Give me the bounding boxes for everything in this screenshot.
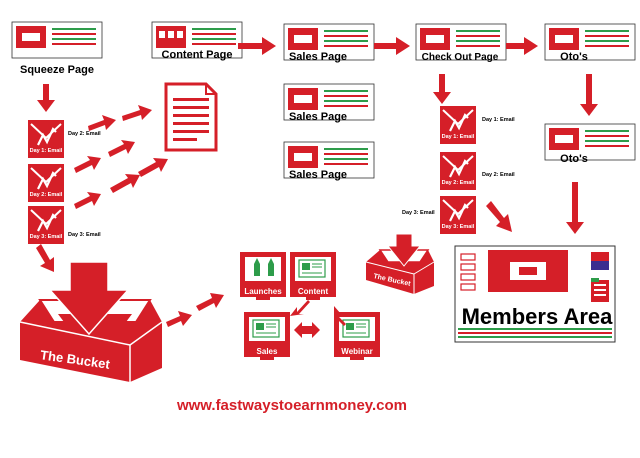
members-sidebar-icon bbox=[460, 253, 476, 291]
arrow-email1-to-doc bbox=[88, 115, 116, 131]
rocket-icon bbox=[254, 258, 274, 276]
monitor-double-arrows bbox=[290, 300, 346, 338]
email-icon-label-left-3: Day 3: Email bbox=[30, 234, 63, 240]
arrow-otos2-down bbox=[566, 182, 584, 234]
sales-page-label-2: Sales Page bbox=[289, 111, 347, 123]
bucket-small: The Bucket bbox=[365, 249, 435, 294]
monitor-content-label: Content bbox=[298, 287, 329, 296]
email-icon-right-2: Day 2: Email bbox=[438, 150, 478, 192]
flag-icon bbox=[591, 252, 609, 270]
flow-arrows bbox=[36, 37, 598, 327]
arrow-email2-to-doc bbox=[74, 156, 101, 173]
document-icon bbox=[164, 82, 218, 152]
squeeze-page-card: Squeeze Page bbox=[11, 21, 103, 76]
email-icon-left-2: Day 2: Email bbox=[26, 162, 66, 204]
report-icon bbox=[591, 278, 609, 302]
members-area-card: Members Area bbox=[454, 245, 616, 343]
email-icon-left-1: Day 1: Email bbox=[26, 118, 66, 160]
email-icon-label-left-2: Day 2: Email bbox=[30, 192, 63, 198]
content-page-card: Content Page bbox=[151, 21, 243, 61]
monitor-webinar-label: Webinar bbox=[341, 347, 372, 356]
monitor-sales-label: Sales bbox=[257, 347, 278, 356]
arrow-squeeze-down bbox=[37, 84, 55, 112]
email-side-label-left-1: Day 2: Email bbox=[68, 131, 101, 137]
arrow-email3b-to-doc bbox=[110, 174, 140, 193]
arrow-email3-to-doc bbox=[74, 192, 101, 209]
arrow-bucket-to-monitors bbox=[166, 311, 192, 327]
sales-page-card-1: Sales Page bbox=[283, 23, 375, 63]
email-icon-right-1: Day 1: Email bbox=[438, 104, 478, 146]
arrow-checkout-down bbox=[433, 74, 451, 104]
email-side-label-right-3: Day 3: Email bbox=[402, 210, 435, 216]
monitor-launches-label: Launches bbox=[244, 287, 282, 296]
checkout-page-card: Check Out Page bbox=[415, 23, 507, 63]
members-area-label: Members Area bbox=[462, 304, 614, 329]
otos-card-1: Oto's bbox=[544, 23, 636, 63]
email-side-label-right-2: Day 2: Email bbox=[482, 172, 515, 178]
arrow-email2b-to-doc bbox=[108, 140, 135, 157]
arrow-content-to-sales bbox=[238, 37, 276, 55]
email-icon-label-right-1: Day 1: Email bbox=[442, 134, 475, 140]
content-page-label: Content Page bbox=[162, 49, 233, 61]
checkout-page-label: Check Out Page bbox=[422, 52, 499, 63]
sales-page-label-3: Sales Page bbox=[289, 169, 347, 181]
monitor-content: Content bbox=[290, 252, 336, 300]
website-url[interactable]: www.fastwaystoearnmoney.com bbox=[176, 397, 407, 414]
arrow-checkout-to-otos bbox=[506, 37, 538, 55]
arrow-bucket-to-monitors-2 bbox=[196, 293, 224, 311]
email-icon-label-left-1: Day 1: Email bbox=[30, 148, 63, 154]
otos-label-1: Oto's bbox=[560, 51, 588, 63]
monitor-sales: Sales bbox=[244, 312, 290, 360]
arrow-sales-to-checkout bbox=[374, 37, 410, 55]
email-side-label-left-3: Day 3: Email bbox=[68, 232, 101, 238]
email-icon-left-3: Day 3: Email bbox=[26, 204, 66, 246]
otos-card-2: Oto's bbox=[544, 123, 636, 165]
monitor-launches: Launches bbox=[240, 252, 286, 300]
arrow-email3c-to-doc bbox=[138, 158, 168, 177]
email-icon-label-right-2: Day 2: Email bbox=[442, 180, 475, 186]
email-side-label-right-1: Day 1: Email bbox=[482, 117, 515, 123]
bucket-big-down-arrow bbox=[48, 261, 130, 336]
arrow-email3-to-bucket bbox=[36, 244, 54, 272]
arrow-email1b-to-doc bbox=[122, 105, 152, 121]
squeeze-page-label: Squeeze Page bbox=[20, 64, 94, 76]
arrow-email-to-members bbox=[486, 201, 512, 232]
sales-page-label-1: Sales Page bbox=[289, 51, 347, 63]
email-icon-label-right-3: Day 3: Email bbox=[442, 224, 475, 230]
monitor-webinar: Webinar bbox=[334, 312, 380, 360]
arrow-otos-down bbox=[580, 74, 598, 116]
email-icon-right-3: Day 3: Email bbox=[438, 194, 478, 236]
bucket-small-down-arrow bbox=[386, 233, 422, 267]
sales-page-card-3: Sales Page bbox=[283, 141, 375, 181]
sales-page-card-2: Sales Page bbox=[283, 83, 375, 123]
otos-label-2: Oto's bbox=[560, 153, 588, 165]
